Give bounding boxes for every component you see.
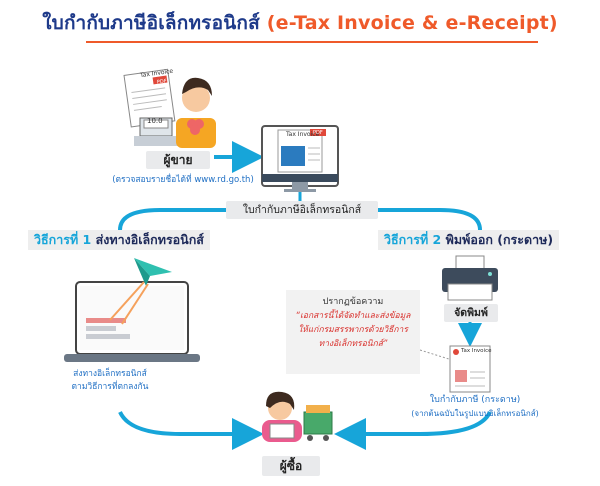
printer-illustration [442, 255, 498, 301]
notice-box: ปรากฏข้อความ “เอกสารนี้ได้จัดทำและส่งข้อ… [286, 290, 420, 374]
monitor-pdf-tag: PDF [313, 130, 323, 136]
notice-heading: ปรากฏข้อความ [322, 297, 384, 307]
paper-doc-header: Tax Invoice [461, 348, 492, 354]
buyer-label: ผู้ซื้อ [262, 456, 320, 476]
notice-connector [419, 349, 453, 361]
seller-doc-header: Tax Invoice [139, 67, 174, 80]
notice-line-3: ทางอิเล็กทรอนิกส์” [318, 339, 388, 349]
branch-right-arc [378, 208, 482, 231]
paper-invoice-note: (จากต้นฉบับในรูปแบบอิเล็กทรอนิกส์) [411, 409, 539, 418]
paper-invoice-label: ใบกำกับภาษี (กระดาษ) [429, 395, 521, 405]
seller-label: ผู้ขาย [146, 151, 210, 169]
method-1-caption-line2: ตามวิธีการที่ตกลงกัน [71, 382, 149, 392]
method-1-caption-line1: ส่งทางอิเล็กทรอนิกส์ [73, 369, 147, 379]
method-1-caption: ส่งทางอิเล็กทรอนิกส์ ตามวิธีการที่ตกลงกั… [58, 368, 162, 394]
seller-pdf-tag: PDF [156, 78, 168, 86]
notice-line-1: “เอกสารนี้ได้จัดทำและส่งข้อมูล [295, 311, 411, 321]
title-underline [86, 41, 538, 43]
method-2-heading: วิธีการที่ 2 พิมพ์ออก (กระดาษ) [378, 230, 560, 250]
method-2-number: วิธีการที่ 2 [384, 232, 442, 247]
buyer-illustration [262, 391, 333, 442]
register-display: 10.0 [147, 117, 163, 125]
method-1-number: วิธีการที่ 1 [34, 232, 92, 247]
method-1-heading: วิธีการที่ 1 ส่งทางอิเล็กทรอนิกส์ [28, 230, 210, 250]
center-label: ใบกำกับภาษีอิเล็กทรอนิกส์ [226, 201, 378, 219]
monitor-doc-header: Tax Invoice [286, 131, 320, 138]
notice-line-2: ให้แก่กรมสรรพากรด้วยวิธีการ [298, 325, 408, 335]
method-2-text: พิมพ์ออก (กระดาษ) [445, 232, 554, 247]
left-to-buyer-arrow [118, 411, 264, 450]
branch-left-arc [118, 208, 226, 231]
method-1-text: ส่งทางอิเล็กทรอนิกส์ [95, 232, 204, 247]
laptop-illustration [64, 258, 200, 362]
title-thai: ใบกำกับภาษีอิเล็กทรอนิกส์ [42, 12, 260, 34]
page-title: ใบกำกับภาษีอิเล็กทรอนิกส์ (e-Tax Invoice… [0, 8, 600, 38]
seller-illustration [123, 68, 216, 148]
printer-label: จัดพิมพ์ [444, 304, 498, 322]
seller-note: (ตรวจสอบรายชื่อได้ที่ www.rd.go.th) [112, 175, 254, 185]
title-english: (e-Tax Invoice & e-Receipt) [266, 12, 558, 34]
